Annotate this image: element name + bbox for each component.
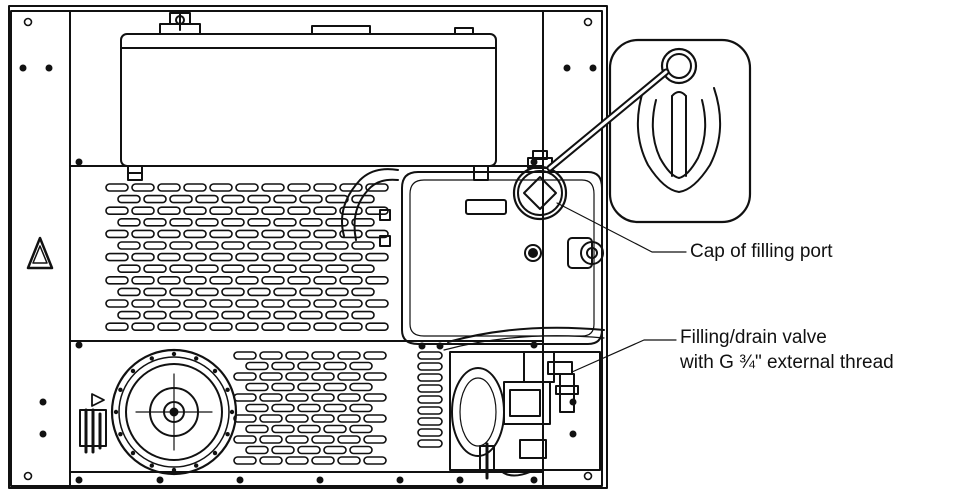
callout-leaders	[556, 202, 687, 373]
upper-ventilation-grille	[105, 183, 389, 332]
mounting-holes	[19, 64, 597, 484]
water-tank	[341, 168, 604, 345]
callout-cap-label: Cap of filling port	[690, 241, 833, 262]
canister-inset	[546, 38, 752, 224]
valve-assembly	[443, 326, 605, 480]
callout-valve-label-line1: Filling/drain valve	[680, 327, 827, 348]
callout-valve-label-line2: with G ¾" external thread	[680, 352, 894, 373]
left-side-panel	[23, 17, 54, 481]
fan-assembly	[79, 348, 238, 476]
right-side-panel	[583, 17, 593, 481]
lower-ventilation-grille	[233, 351, 443, 465]
top-tank	[120, 11, 497, 181]
